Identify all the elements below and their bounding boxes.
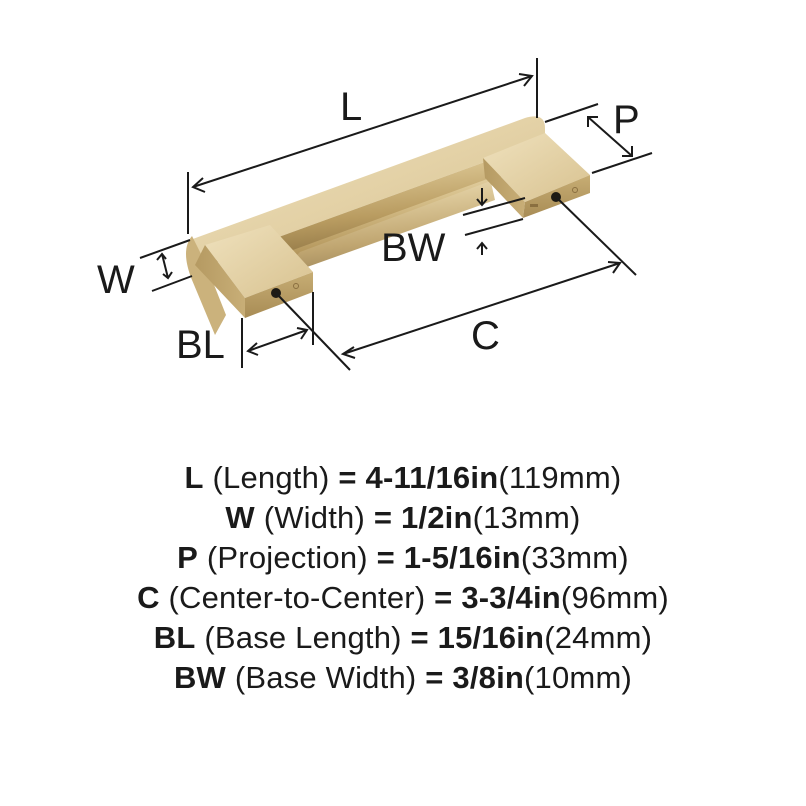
label-bw: BW — [381, 226, 446, 270]
right-logo-mark — [572, 187, 578, 193]
c-dimension-line — [342, 262, 621, 355]
c-extension-right — [555, 196, 637, 276]
p-extension-bottom — [591, 152, 653, 174]
w-extension-bottom — [151, 275, 193, 292]
bl-arrow-right — [296, 327, 309, 340]
l-arrow-left — [191, 177, 206, 193]
spec-metric: (33mm) — [520, 540, 629, 575]
spec-code: BW — [173, 660, 227, 695]
label-l: L — [340, 85, 362, 129]
spec-row-center-to-center: C (Center-to-Center) = 3-3/4in(96mm) — [0, 578, 806, 618]
spec-row-width: W (Width) = 1/2in(13mm) — [0, 498, 806, 538]
spec-metric: (119mm) — [498, 460, 622, 495]
spec-row-length: L (Length) = 4-11/16in(119mm) — [0, 458, 806, 498]
spec-metric: (24mm) — [544, 620, 653, 655]
spec-code: BL — [153, 620, 196, 655]
spec-code: C — [137, 580, 160, 615]
spec-equals: = — [410, 620, 429, 655]
spec-metric: (13mm) — [472, 500, 581, 535]
spec-row-base-width: BW (Base Width) = 3/8in(10mm) — [0, 658, 806, 698]
c-arrow-left — [340, 346, 356, 359]
spec-equals: = — [373, 500, 393, 535]
bl-arrow-left — [246, 342, 259, 356]
c-arrow-right — [607, 261, 622, 274]
l-arrow-right — [518, 73, 534, 87]
spec-name: (Base Width) — [234, 660, 417, 695]
label-p: P — [613, 98, 640, 142]
spec-equals: = — [376, 540, 395, 575]
spec-metric: (10mm) — [524, 660, 633, 695]
dimension-lines — [139, 58, 653, 371]
bw-arrow-bottom — [476, 241, 488, 250]
spec-equals: = — [434, 580, 453, 615]
l-dimension-line — [192, 75, 533, 188]
spec-code: L — [184, 460, 204, 495]
p-dimension-line — [587, 116, 633, 157]
bl-dimension-line — [247, 329, 308, 352]
right-stamp-mark — [530, 204, 538, 207]
label-bl: BL — [176, 323, 225, 367]
handle-illustration: L P BW W BL C — [97, 58, 653, 371]
spec-name: (Projection) — [206, 540, 368, 575]
bw-arrow-top — [476, 198, 488, 207]
p-extension-top — [544, 103, 599, 123]
label-w: W — [97, 258, 135, 302]
bw-extension-top — [462, 197, 526, 216]
w-arrow-top — [156, 252, 167, 261]
p-arrow-top — [587, 116, 598, 127]
p-arrow-bottom — [622, 146, 633, 157]
spec-name: (Width) — [263, 500, 365, 535]
dimension-spec-list: L (Length) = 4-11/16in(119mm) W (Width) … — [0, 458, 806, 698]
spec-code: W — [225, 500, 255, 535]
handle-dimension-diagram: L P BW W BL C — [97, 58, 653, 371]
spec-name: (Length) — [212, 460, 330, 495]
spec-imperial: 3/8in — [452, 660, 525, 695]
spec-name: (Center-to-Center) — [168, 580, 426, 615]
left-logo-mark — [293, 283, 299, 289]
spec-row-projection: P (Projection) = 1-5/16in(33mm) — [0, 538, 806, 578]
spec-name: (Base Length) — [204, 620, 402, 655]
bw-extension-bottom — [464, 218, 524, 236]
spec-equals: = — [338, 460, 357, 495]
w-arrow-bottom — [162, 271, 173, 280]
spec-row-base-length: BL (Base Length) = 15/16in(24mm) — [0, 618, 806, 658]
spec-metric: (96mm) — [560, 580, 669, 615]
spec-imperial: 1/2in — [400, 500, 473, 535]
spec-imperial: 1-5/16in — [403, 540, 521, 575]
label-c: C — [471, 314, 500, 358]
spec-code: P — [177, 540, 199, 575]
spec-equals: = — [425, 660, 444, 695]
spec-imperial: 4-11/16in — [365, 460, 499, 495]
spec-imperial: 15/16in — [437, 620, 545, 655]
w-dimension-line — [161, 253, 169, 279]
spec-imperial: 3-3/4in — [461, 580, 561, 615]
w-extension-top — [139, 239, 191, 259]
